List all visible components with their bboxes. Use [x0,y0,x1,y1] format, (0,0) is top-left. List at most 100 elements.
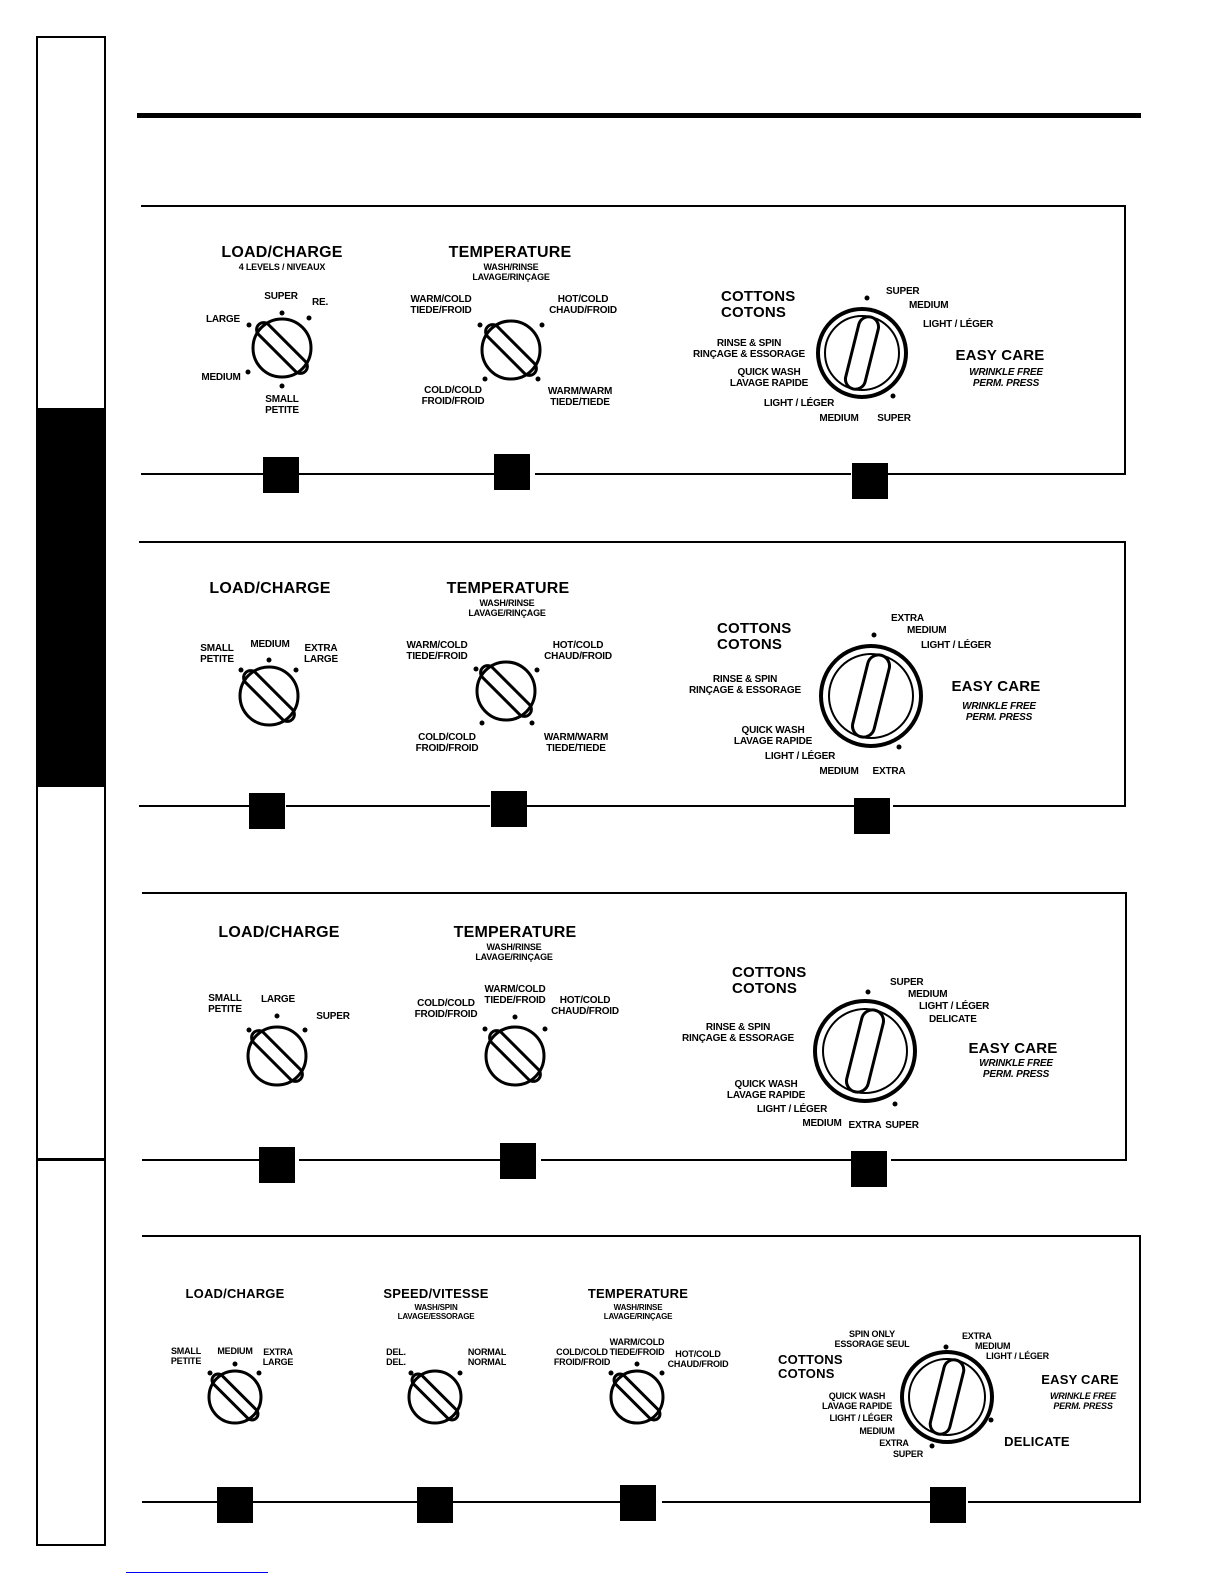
wrinkle-free-label: WRINKLE FREE PERM. PRESS [969,367,1043,389]
cycle-option-medium-top: MEDIUM [975,1341,1011,1351]
callout-box [620,1485,656,1521]
cycle-option-medium-bottom: MEDIUM [819,413,859,424]
side-tab-strip [36,36,106,1546]
temp-option-cold-cold: COLD/COLD FROID/FROID [414,998,478,1020]
panel-4-drawing [142,1235,1141,1523]
control-panel-4: LOAD/CHARGE SMALL PETITE MEDIUM EXTRA LA… [140,1234,1144,1526]
temperature-title: TEMPERATURE [448,244,572,261]
temp-option-hot-cold: HOT/COLD CHAUD/FROID [667,1349,729,1369]
temperature-knob[interactable] [473,660,540,726]
cycle-option-medium-bottom: MEDIUM [819,766,859,777]
cycle-knob[interactable] [819,632,923,750]
control-panel-2: LOAD/CHARGE SMALL PETITE MEDIUM EXTRA LA… [137,540,1129,834]
speed-option-normal: NORMAL NORMAL [467,1347,507,1367]
cycle-option-light-top: LIGHT / LÉGER [921,640,992,651]
load-option-large: LARGE [205,314,240,325]
easy-care-label: EASY CARE [955,347,1045,364]
temperature-subtitle: WASH/RINSE LAVAGE/RINÇAGE [603,1303,673,1321]
cycle-option-super-top: SUPER [886,286,920,297]
temp-option-warm-cold: WARM/COLD TIEDE/FROID [609,1337,665,1357]
control-panel-1: LOAD/CHARGE 4 LEVELS / NIVEAUX SUPER RE.… [139,205,1129,499]
cycle-option-medium-top: MEDIUM [909,300,949,311]
temp-option-hot-cold: HOT/COLD CHAUD/FROID [549,294,617,316]
speed-option-delicate: DEL. DEL. [386,1347,406,1367]
side-tab-divider [38,784,104,787]
load-option-medium: MEDIUM [250,639,290,650]
callout-box [930,1487,966,1523]
speed-knob[interactable] [407,1369,463,1425]
control-panel-3: LOAD/CHARGE SMALL PETITE LARGE SUPER TEM… [140,891,1130,1189]
cycle-option-extra-top: EXTRA [891,613,924,624]
cycle-option-rinse-spin: RINSE & SPIN RINÇAGE & ESSORAGE [689,674,801,696]
cycle-knob[interactable] [900,1344,994,1449]
cycle-option-medium-top: MEDIUM [907,625,947,636]
cycle-option-extra-bottom: EXTRA [872,766,906,777]
load-knob[interactable] [238,657,300,727]
load-subtitle: 4 LEVELS / NIVEAUX [238,262,326,272]
temperature-title: TEMPERATURE [446,580,570,597]
cycle-option-delicate: DELICATE [929,1014,977,1025]
speed-title: SPEED/VITESSE [383,1286,489,1301]
cycle-option-light-bottom: LIGHT / LÉGER [763,398,835,409]
side-tab-active[interactable] [38,408,104,784]
cycle-option-extra-bottom: EXTRA [848,1120,882,1131]
temp-option-warm-cold: WARM/COLD TIEDE/FROID [484,984,546,1006]
callout-box [500,1143,536,1179]
callout-box [259,1147,295,1183]
load-option-extra-large: EXTRA LARGE [303,643,338,665]
load-option-small: SMALL PETITE [265,394,299,416]
temperature-knob[interactable] [482,1014,548,1087]
easy-care-label: EASY CARE [1041,1372,1119,1387]
cycle-option-quick-wash: QUICK WASH LAVAGE RAPIDE [733,725,813,747]
load-option-super: SUPER [316,1011,350,1022]
load-knob[interactable] [246,1013,308,1087]
cycle-cottons-label: COTTONS COTONS [721,288,796,322]
temperature-knob[interactable] [608,1361,665,1425]
load-option-large: LARGE [260,994,295,1005]
cycle-option-quick-wash: QUICK WASH LAVAGE RAPIDE [726,1079,806,1101]
load-option-small: SMALL PETITE [170,1346,202,1366]
load-option-extra-large: EXTRA LARGE [262,1347,294,1367]
load-title: LOAD/CHARGE [209,580,331,597]
temp-option-cold-cold: COLD/COLD FROID/FROID [421,385,485,407]
temperature-knob[interactable] [477,319,545,382]
callout-box [249,793,285,829]
wrinkle-free-label: WRINKLE FREE PERM. PRESS [962,701,1036,723]
cycle-option-light-top: LIGHT / LÉGER [923,319,994,330]
temp-option-cold-cold: COLD/COLD FROID/FROID [415,732,479,754]
callout-box [417,1487,453,1523]
cycle-option-super-bottom: SUPER [892,1449,923,1459]
cycle-option-light-top: LIGHT / LÉGER [986,1351,1049,1361]
temp-option-hot-cold: HOT/COLD CHAUD/FROID [544,640,612,662]
temp-option-cold-cold: COLD/COLD FROID/FROID [553,1347,611,1367]
cycle-cottons-label: COTTONS COTONS [717,620,792,654]
load-option-re: RE. [311,297,329,308]
speed-subtitle: WASH/SPIN LAVAGE/ESSORAGE [397,1303,475,1321]
load-knob[interactable] [245,310,313,389]
cycle-option-medium-top: MEDIUM [908,989,948,1000]
load-title: LOAD/CHARGE [218,924,340,941]
cycle-option-extra-bottom: EXTRA [879,1438,909,1448]
cycle-option-extra-top: EXTRA [962,1331,992,1341]
temp-option-warm-warm: WARM/WARM TIEDE/TIEDE [547,386,613,408]
cycle-option-medium-bottom: MEDIUM [859,1426,895,1436]
temperature-title: TEMPERATURE [587,1286,689,1301]
easy-care-label: EASY CARE [968,1040,1058,1057]
footer-link-underline[interactable] [126,1572,268,1573]
temperature-title: TEMPERATURE [453,924,577,941]
temperature-subtitle: WASH/RINSE LAVAGE/RINÇAGE [475,942,553,962]
load-knob[interactable] [207,1361,263,1425]
temp-option-warm-warm: WARM/WARM TIEDE/TIEDE [543,732,609,754]
cycle-knob[interactable] [816,295,908,399]
cycle-option-super-bottom: SUPER [885,1120,919,1131]
cycle-option-spin-only: SPIN ONLY ESSORAGE SEUL [834,1329,910,1349]
load-title: LOAD/CHARGE [185,1286,285,1301]
cycle-knob[interactable] [813,989,917,1107]
easy-care-label: EASY CARE [951,678,1041,695]
header-rule [137,113,1141,118]
cycle-option-quick-wash: QUICK WASH LAVAGE RAPIDE [821,1391,893,1411]
temp-option-hot-cold: HOT/COLD CHAUD/FROID [551,995,619,1017]
cycle-option-light-bottom: LIGHT / LÉGER [764,751,836,762]
cycle-option-quick-wash: QUICK WASH LAVAGE RAPIDE [729,367,809,389]
callout-box [217,1487,253,1523]
